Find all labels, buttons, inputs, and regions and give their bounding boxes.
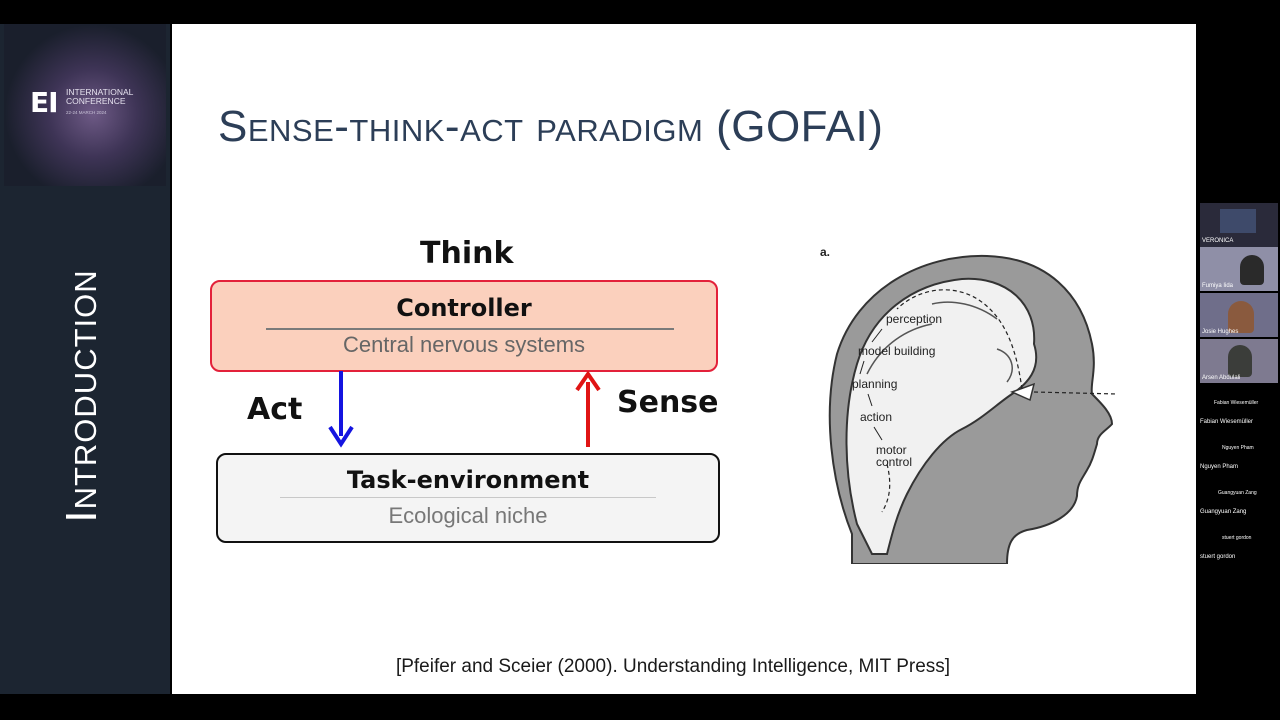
participant-name: Arsen Abdulali (1202, 375, 1240, 381)
logo-mark: EI (30, 86, 58, 119)
participant-name: VERONICA (1202, 238, 1233, 244)
participant-tile[interactable]: Josie Hughes (1200, 293, 1278, 337)
figure-step-control: control (876, 455, 912, 469)
figure-step-model-building: model building (858, 344, 935, 358)
act-label: Act (247, 392, 302, 427)
controller-subtitle: Central nervous systems (212, 332, 716, 358)
controller-title: Controller (212, 294, 716, 322)
slide-sidebar: EI INTERNATIONAL CONFERENCE 22-24 MARCH … (0, 24, 170, 694)
figure-step-perception: perception (886, 312, 942, 326)
avatar (1240, 255, 1264, 285)
act-arrow-icon (330, 371, 352, 444)
participant-name[interactable]: stuert gordon (1200, 554, 1235, 560)
avatar (1228, 345, 1252, 377)
brain-head-figure: a. perception model building planning ac… (812, 234, 1132, 564)
sense-arrow-icon (577, 374, 599, 447)
sense-label: Sense (617, 385, 719, 420)
environment-subtitle: Ecological niche (218, 503, 718, 529)
participant-video-label: Fabian Wiesemüller (1214, 400, 1258, 406)
figure-panel-label: a. (820, 245, 830, 259)
participant-tile[interactable]: Fumiya Iida (1200, 247, 1278, 291)
environment-box: Task-environment Ecological niche (216, 453, 720, 543)
logo-date: 22-24 MARCH 2024 (66, 110, 107, 115)
host-logo-icon (1220, 209, 1256, 233)
participant-video-label: Guangyuan Zang (1218, 490, 1257, 496)
participant-video-label: stuert gordon (1222, 535, 1251, 541)
citation: [Pfeifer and Sceier (2000). Understandin… (172, 656, 1174, 678)
slide-title: Sense-think-act paradigm (GOFAI) (218, 102, 883, 152)
participant-tile[interactable]: Arsen Abdulali (1200, 339, 1278, 383)
logo-text: INTERNATIONAL CONFERENCE (66, 88, 133, 106)
participant-tile-host[interactable]: VERONICA (1200, 203, 1278, 247)
figure-step-planning: planning (852, 377, 897, 391)
conference-logo: EI INTERNATIONAL CONFERENCE 22-24 MARCH … (4, 24, 166, 186)
presentation-slide: Sense-think-act paradigm (GOFAI) Think C… (172, 24, 1196, 694)
controller-box: Controller Central nervous systems (210, 280, 718, 372)
environment-divider (280, 497, 656, 498)
controller-divider (266, 328, 674, 330)
section-label: Introduction (57, 269, 107, 522)
participant-name[interactable]: Guangyuan Zang (1200, 509, 1246, 515)
figure-step-action: action (860, 410, 892, 424)
logo-text-line2: CONFERENCE (66, 97, 133, 106)
participant-name: Josie Hughes (1202, 329, 1238, 335)
participant-name: Fumiya Iida (1202, 283, 1233, 289)
participant-name[interactable]: Nguyen Pham (1200, 464, 1238, 470)
participants-panel[interactable]: VERONICA Fumiya Iida Josie Hughes Arsen … (1198, 203, 1280, 563)
think-label: Think (420, 236, 513, 271)
participant-video-label: Nguyen Pham (1222, 445, 1254, 451)
participant-name[interactable]: Fabian Wiesemüller (1200, 419, 1253, 425)
environment-title: Task-environment (218, 466, 718, 494)
